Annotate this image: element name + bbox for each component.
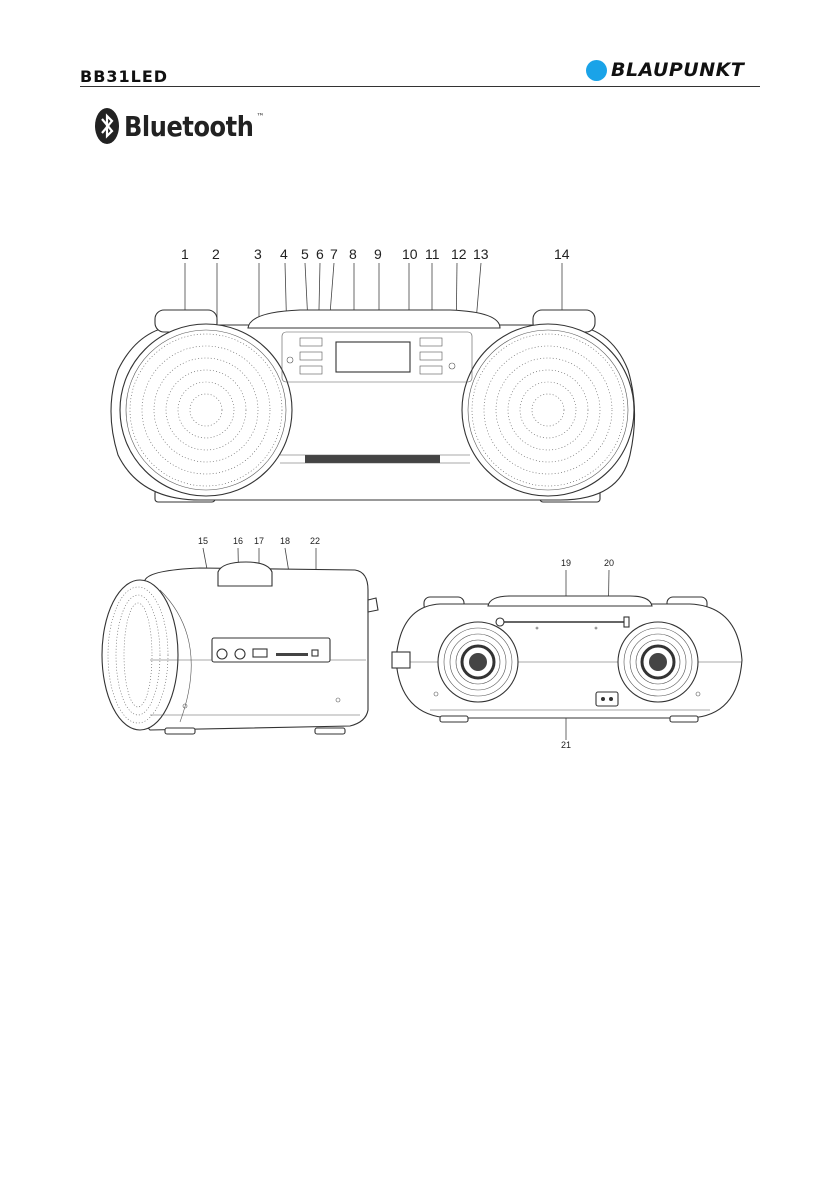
callout-20: 20 — [604, 558, 614, 568]
callout-19: 19 — [561, 558, 571, 568]
rear-boombox — [392, 596, 742, 722]
callout-21: 21 — [561, 740, 571, 750]
